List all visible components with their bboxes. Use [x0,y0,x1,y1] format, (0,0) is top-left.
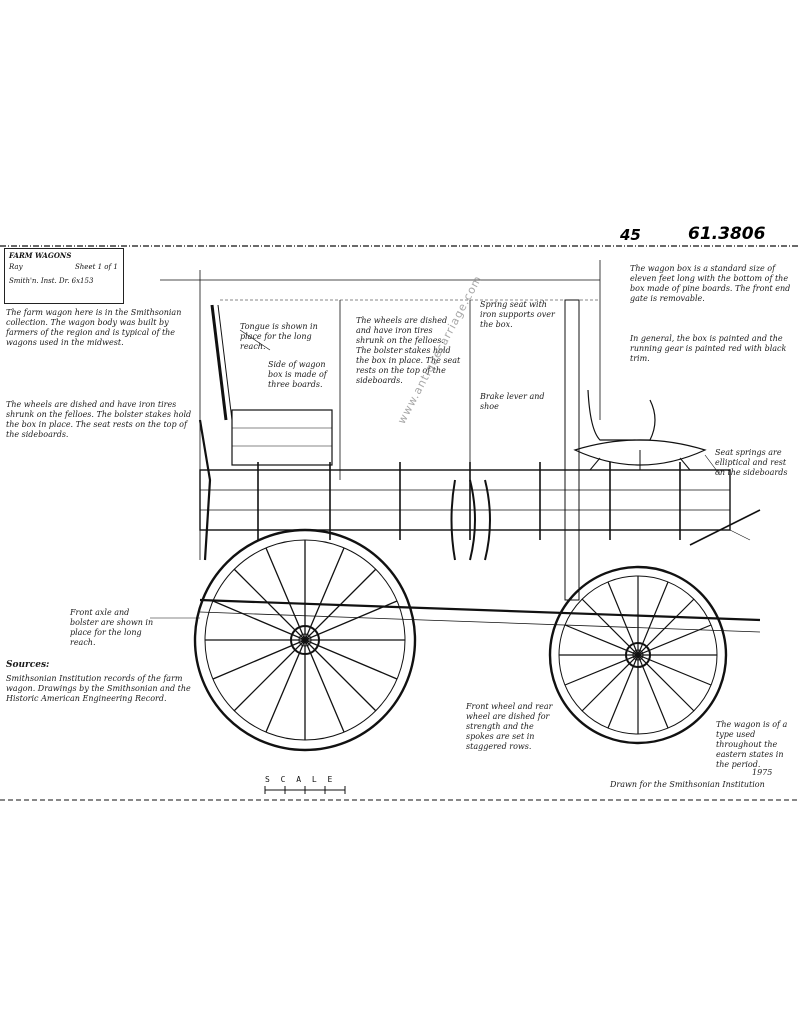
scale-label: S C A L E [265,775,336,784]
rear-wheel [548,565,728,745]
tongue-note: Tongue is shown in place for the long re… [240,322,318,351]
brake-note: Brake lever and shoe [480,392,545,411]
hanging-harness [450,479,491,561]
intro-note: The farm wagon here is in the Smithsonia… [6,308,182,347]
construction-note: The wheels are dished and have iron tire… [6,400,192,439]
construction-detail-note: The wheels are dished and have iron tire… [356,316,461,385]
tongue-pole-inner [217,304,233,421]
title-line-2: Ray [9,263,23,271]
sheet-number: 45 [620,226,641,244]
right-top-note: The wagon box is a standard size of elev… [630,264,791,303]
right-lower-note: In general, the box is painted and the r… [630,334,787,363]
sources-note: Smithsonian Institution records of the f… [6,674,191,703]
credit-line: Drawn for the Smithsonian Institution [610,780,765,789]
title-block: FARM WAGONS Ray Sheet 1 of 1 Smith'n. In… [4,248,124,304]
rear-post [564,299,580,601]
spring-seat [573,389,707,471]
title-line-4: Smith'n. Inst. Dr. 6x153 [9,277,94,285]
axle-note: Front axle and bolster are shown in plac… [70,608,154,647]
sources-heading: Sources: [6,660,50,670]
drawing-date: 1975 [752,768,773,777]
rear-bolster-tongue [689,509,761,546]
catalog-number: 61.3806 [688,224,766,244]
tongue-pole [210,304,228,421]
seat-note: Spring seat with iron supports over the … [480,300,555,329]
scale-bar [264,786,346,794]
spring-note: Seat springs are elliptical and rest on … [715,448,788,477]
callout-leaders [150,329,751,619]
bottom-right-note: The wagon is of a type used throughout t… [716,720,788,769]
front-bolster-bracket [198,419,212,561]
front-endgate [231,409,333,466]
reach-pole [199,598,761,622]
wheel-note: Front wheel and rear wheel are dished fo… [466,702,553,751]
side-note: Side of wagon box is made of three board… [268,360,327,389]
wagon-box-side [199,469,731,531]
title-line-3: Sheet 1 of 1 [75,263,118,271]
reach-pole-lower [199,611,761,633]
title-line-1: FARM WAGONS [9,251,72,260]
box-stakes [257,462,681,540]
front-wheel [193,528,417,752]
